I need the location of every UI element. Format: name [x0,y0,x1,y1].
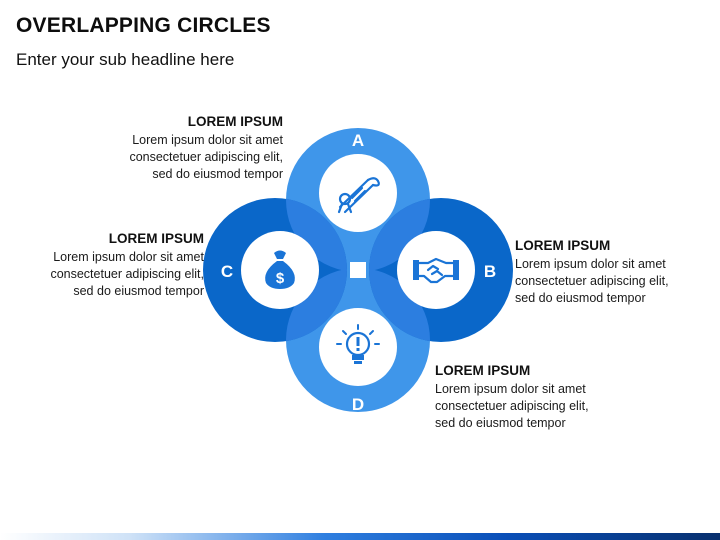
page-subtitle: Enter your sub headline here [16,50,235,69]
text-line: Lorem ipsum dolor sit amet [132,133,283,147]
overlap-a-c [286,198,347,272]
text-block-b: LOREM IPSUM Lorem ipsum dolor sit amet c… [515,237,715,307]
letter-d: D [352,395,364,414]
page-title: OVERLAPPING CIRCLES [16,14,271,37]
overlap-a-b [369,198,430,272]
text-line: sed do eiusmod tempor [152,167,283,181]
text-line: Lorem ipsum dolor sit amet [515,257,666,271]
center-square [350,262,366,278]
letter-a: A [352,131,364,150]
text-line: sed do eiusmod tempor [435,416,566,430]
icon-disc-b [397,231,475,309]
text-block-a: LOREM IPSUM Lorem ipsum dolor sit amet c… [83,113,283,183]
svg-text:$: $ [276,270,285,287]
letter-b: B [484,262,496,281]
icon-disc-d [319,308,397,386]
text-heading-a: LOREM IPSUM [187,114,283,129]
money-bag-icon: $ [265,250,295,289]
text-line: Lorem ipsum dolor sit amet [435,382,586,396]
text-line: consectetuer adipiscing elit, [515,274,669,288]
text-heading-d: LOREM IPSUM [435,363,531,378]
text-line: Lorem ipsum dolor sit amet [53,250,204,264]
text-line: consectetuer adipiscing elit, [435,399,589,413]
overlap-d-c [286,268,347,342]
text-line: consectetuer adipiscing elit, [129,150,283,164]
text-line: sed do eiusmod tempor [73,284,204,298]
text-heading-c: LOREM IPSUM [108,231,204,246]
text-line: consectetuer adipiscing elit, [50,267,204,281]
handshake-icon [413,257,459,284]
text-block-c: LOREM IPSUM Lorem ipsum dolor sit amet c… [4,230,204,300]
letter-c: C [221,262,233,281]
bottom-gradient-bar [0,533,720,540]
text-line: sed do eiusmod tempor [515,291,646,305]
text-block-d: LOREM IPSUM Lorem ipsum dolor sit amet c… [435,362,635,432]
text-heading-b: LOREM IPSUM [515,238,611,253]
lightbulb-icon [336,324,380,364]
diploma-icon [337,177,380,214]
overlap-d-b [369,268,430,342]
